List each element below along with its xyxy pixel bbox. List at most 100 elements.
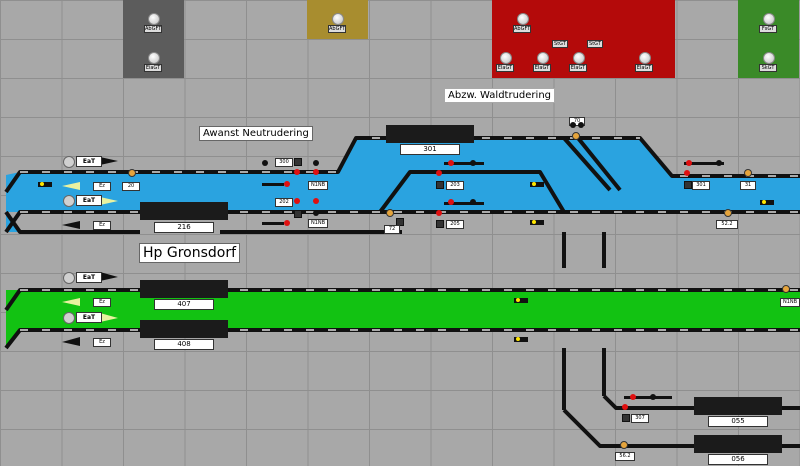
route-button[interactable] xyxy=(63,272,75,284)
signal-lamp xyxy=(470,199,476,205)
indicator-lamp xyxy=(763,52,775,64)
panel-label: FsGT xyxy=(759,25,777,33)
station-title-abzw: Abzw. Waldtrudering xyxy=(444,88,556,103)
signal-button[interactable] xyxy=(684,181,692,189)
signal-post xyxy=(444,162,484,165)
signal-label: 31 xyxy=(740,181,756,190)
track-line xyxy=(564,136,680,178)
station-title-hp: Hp Gronsdorf xyxy=(139,243,241,263)
signal-button[interactable] xyxy=(436,220,444,228)
signal-label: 301 xyxy=(692,181,710,190)
indicator-lamp xyxy=(148,52,160,64)
track-line xyxy=(4,136,372,194)
block-bar-056[interactable] xyxy=(694,435,782,453)
signal-label: N1NB xyxy=(780,298,800,307)
eat-label: EaT xyxy=(76,195,102,206)
direction-arrow xyxy=(62,337,80,346)
signal-point[interactable] xyxy=(620,441,628,449)
signal-lamp-red xyxy=(284,220,290,226)
signal-lamp-red xyxy=(630,394,636,400)
route-button[interactable] xyxy=(63,312,75,324)
indicator-panel-4[interactable]: EIaGT xyxy=(614,0,675,78)
ez-label: Ez xyxy=(93,338,111,347)
block-bar-301[interactable] xyxy=(386,125,474,143)
direction-arrow xyxy=(100,197,118,205)
signal-lamp xyxy=(470,160,476,166)
signal-lamp xyxy=(578,122,584,128)
indicator-panel-2[interactable]: AbGFT xyxy=(307,0,368,39)
indicator-lamp xyxy=(517,13,529,25)
signal-post xyxy=(444,202,484,205)
signal-button[interactable] xyxy=(436,181,444,189)
signal-lamp xyxy=(262,160,268,166)
signal-lamp-red xyxy=(684,170,690,176)
signal-lamp-red xyxy=(294,198,300,204)
signal-lamp xyxy=(650,394,656,400)
block-bar-407[interactable] xyxy=(140,280,228,298)
signal-lamp xyxy=(313,210,319,216)
signal-button[interactable] xyxy=(294,210,302,218)
signal-lamp-red xyxy=(284,181,290,187)
signal-label: 307 xyxy=(631,414,649,423)
direction-arrow xyxy=(100,313,118,322)
signal-button[interactable] xyxy=(294,158,302,166)
signal-label: 205 xyxy=(446,220,464,229)
signal-post xyxy=(684,162,724,165)
blue-occupied-area xyxy=(6,196,800,212)
signal-label: 72 xyxy=(384,225,400,234)
signal-lamp-red xyxy=(313,198,319,204)
block-label: 056 xyxy=(708,454,768,465)
signal-point[interactable] xyxy=(386,209,394,217)
signal-lamp xyxy=(570,122,576,128)
eat-label: EaT xyxy=(76,312,102,323)
signal-label: 20 xyxy=(122,182,140,191)
block-label: 407 xyxy=(154,299,214,310)
block-bar-055[interactable] xyxy=(694,397,782,415)
track-line xyxy=(4,210,140,234)
signal-label: N1NB xyxy=(308,219,328,228)
panel-label: AbGFT xyxy=(144,25,162,33)
signal-lamp-red xyxy=(622,404,628,410)
signal-label: 300 xyxy=(275,158,293,167)
block-label: 055 xyxy=(708,416,768,427)
direction-arrow xyxy=(62,182,80,190)
signal-point[interactable] xyxy=(782,285,790,293)
signal-button[interactable] xyxy=(396,218,404,226)
green-occupied-area xyxy=(6,290,800,348)
indicator-lamp xyxy=(148,13,160,25)
ez-label: Ez xyxy=(93,182,111,191)
indicator-panel-1[interactable]: AbGFT EiaGT xyxy=(123,0,184,78)
signal-label: 56.2 xyxy=(615,452,635,461)
panel-label: EIaGT xyxy=(569,64,587,72)
signal-point[interactable] xyxy=(572,132,580,140)
signal-lamp xyxy=(313,160,319,166)
block-label: 301 xyxy=(400,144,460,155)
track-line xyxy=(378,170,566,214)
route-button[interactable] xyxy=(63,195,75,207)
eat-label: EaT xyxy=(76,156,102,167)
panel-label: StGT xyxy=(552,40,568,48)
signal-label: N1NB xyxy=(308,181,328,190)
direction-arrow xyxy=(62,221,80,229)
signal-post xyxy=(262,222,284,225)
panel-label: EiaGT xyxy=(144,64,162,72)
indicator-panel-5[interactable]: FsGT SkGT xyxy=(738,0,799,78)
panel-label: StGT xyxy=(587,40,603,48)
block-bar-216[interactable] xyxy=(140,202,228,220)
track-line xyxy=(576,136,622,192)
signal-lamp-red xyxy=(294,169,300,175)
indicator-panel-3[interactable]: AbGFT StGT StGT EIaGT EIaGT EIaGT xyxy=(492,0,614,78)
signal-point[interactable] xyxy=(128,169,136,177)
route-button[interactable] xyxy=(63,156,75,168)
indicator-lamp xyxy=(763,13,775,25)
panel-label: EIaGT xyxy=(635,64,653,72)
signal-post xyxy=(262,183,284,186)
block-label: 216 xyxy=(154,222,214,233)
signal-point[interactable] xyxy=(744,169,752,177)
signal-button[interactable] xyxy=(622,414,630,422)
block-bar-408[interactable] xyxy=(140,320,228,338)
panel-label: SkGT xyxy=(759,64,777,72)
signal-point[interactable] xyxy=(724,209,732,217)
